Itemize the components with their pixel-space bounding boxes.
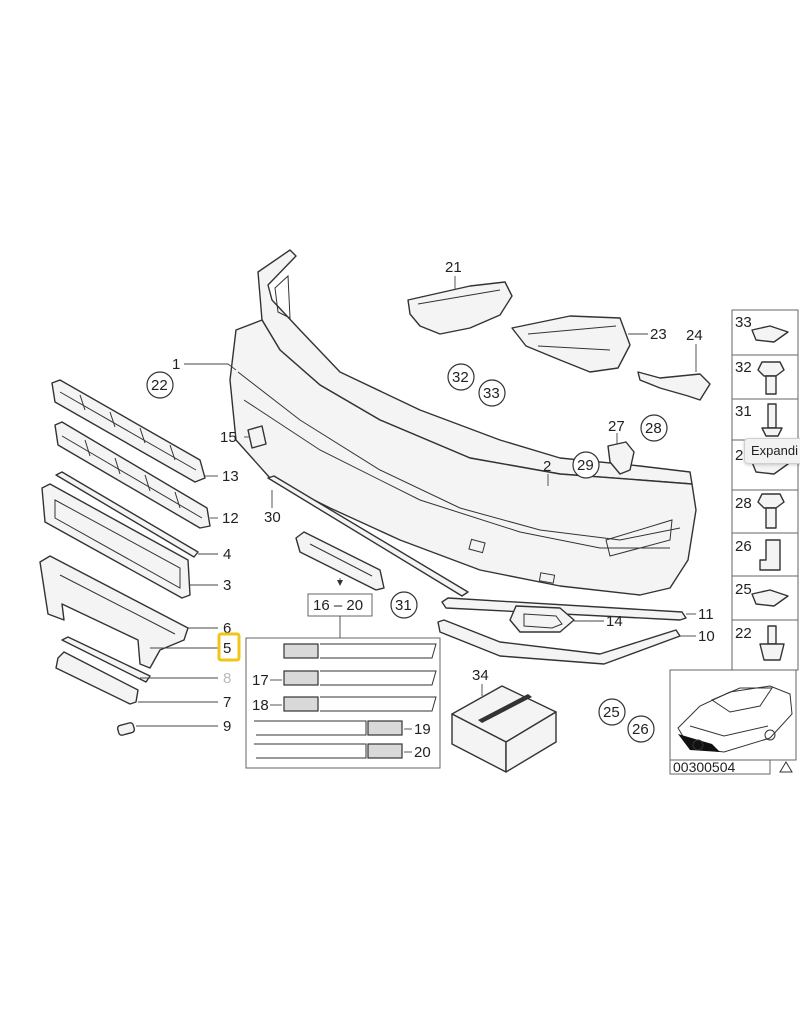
circle-31 bbox=[390, 591, 418, 619]
trim-14[interactable] bbox=[509, 605, 575, 633]
panel-label-26: 26 bbox=[735, 538, 752, 555]
clip-27[interactable] bbox=[607, 441, 635, 475]
circle-33 bbox=[478, 379, 506, 407]
box-16-20: 16 – 20 bbox=[245, 593, 441, 769]
label-1: 1 bbox=[172, 356, 180, 373]
label-25-circle: 25 bbox=[603, 704, 620, 721]
label-18: 18 bbox=[252, 697, 269, 714]
part-15[interactable] bbox=[247, 425, 267, 449]
grille-12[interactable] bbox=[54, 421, 211, 529]
label-17: 17 bbox=[252, 672, 269, 689]
strip-30[interactable] bbox=[267, 475, 469, 597]
label-29-circle: 29 bbox=[577, 457, 594, 474]
car-thumbnail: 00300504 bbox=[669, 669, 797, 775]
carrier-16-20[interactable] bbox=[295, 531, 385, 591]
label-22-circle: 22 bbox=[151, 377, 168, 394]
frame-3[interactable] bbox=[41, 483, 191, 599]
label-31-circle: 31 bbox=[395, 597, 412, 614]
circle-32 bbox=[447, 363, 475, 391]
label-9: 9 bbox=[223, 718, 231, 735]
label-3: 3 bbox=[223, 577, 231, 594]
circle-28 bbox=[640, 414, 668, 442]
label-6: 6 bbox=[223, 620, 231, 637]
label-23: 23 bbox=[650, 326, 667, 343]
panel-label-32: 32 bbox=[735, 359, 752, 376]
label-28-circle: 28 bbox=[645, 420, 662, 437]
label-24: 24 bbox=[686, 327, 703, 344]
label-7: 7 bbox=[223, 694, 231, 711]
label-16-20: 16 – 20 bbox=[313, 597, 363, 614]
label-30: 30 bbox=[264, 509, 281, 526]
label-21: 21 bbox=[445, 259, 462, 276]
strip-7[interactable] bbox=[55, 651, 139, 705]
circle-29 bbox=[572, 451, 600, 479]
label-13: 13 bbox=[222, 468, 239, 485]
panel-label-31: 31 bbox=[735, 403, 752, 420]
clip-9[interactable] bbox=[116, 722, 136, 736]
label-20: 20 bbox=[414, 744, 431, 761]
label-33-circle: 33 bbox=[483, 385, 500, 402]
circle-26 bbox=[627, 715, 655, 743]
label-14: 14 bbox=[606, 613, 623, 630]
panel-label-28: 28 bbox=[735, 495, 752, 512]
strip-11[interactable] bbox=[441, 597, 687, 621]
label-32-circle: 32 bbox=[452, 369, 469, 386]
box-34[interactable] bbox=[451, 685, 557, 773]
strip-5[interactable] bbox=[61, 636, 151, 683]
label-11: 11 bbox=[698, 606, 714, 623]
circle-22 bbox=[146, 371, 174, 399]
label-34: 34 bbox=[472, 667, 489, 684]
side-panel bbox=[731, 309, 799, 671]
label-12: 12 bbox=[222, 510, 239, 527]
label-26-circle: 26 bbox=[632, 721, 649, 738]
bracket-21[interactable] bbox=[407, 281, 513, 335]
bracket-24[interactable] bbox=[637, 371, 711, 401]
label-8: 8 bbox=[223, 670, 231, 687]
label-10: 10 bbox=[698, 628, 715, 645]
panel-label-33: 33 bbox=[735, 314, 752, 331]
strip-4[interactable] bbox=[55, 471, 199, 558]
label-15: 15 bbox=[220, 429, 237, 446]
reference-code: 00300504 bbox=[673, 759, 736, 775]
label-27: 27 bbox=[608, 418, 625, 435]
label-4: 4 bbox=[223, 546, 231, 563]
highlight-box bbox=[217, 632, 241, 662]
label-5[interactable]: 5 bbox=[223, 640, 231, 657]
plate-holder-6[interactable] bbox=[39, 555, 189, 669]
label-19: 19 bbox=[414, 721, 431, 738]
expand-button[interactable]: Expandi bbox=[744, 438, 800, 464]
label-2: 2 bbox=[543, 458, 551, 475]
duct-23[interactable] bbox=[511, 315, 631, 373]
grille-13[interactable] bbox=[51, 379, 206, 483]
panel-label-22: 22 bbox=[735, 625, 752, 642]
strip-10[interactable] bbox=[437, 619, 681, 665]
circle-25 bbox=[598, 698, 626, 726]
panel-label-25: 25 bbox=[735, 581, 752, 598]
